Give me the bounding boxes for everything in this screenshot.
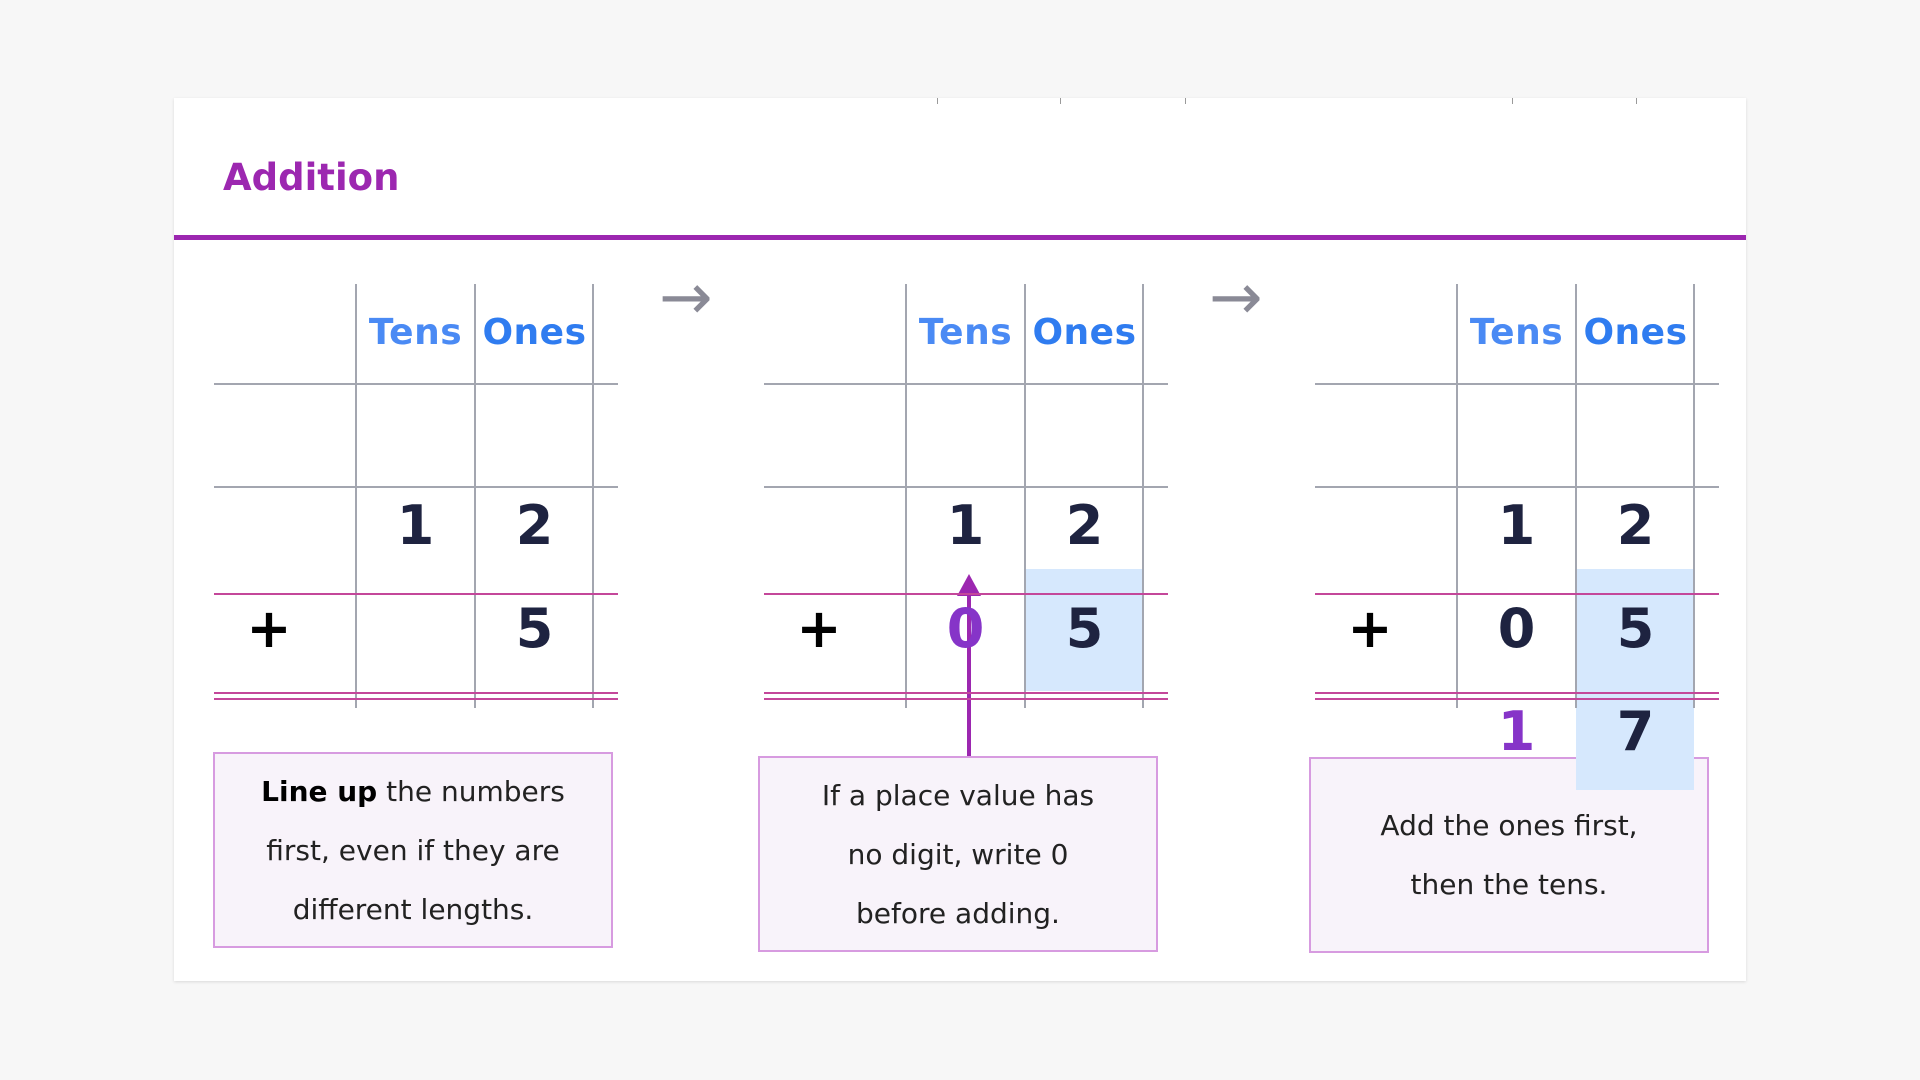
tens-digit-row-2: 0: [946, 597, 985, 660]
row-line: [1315, 383, 1719, 385]
place-value-table: Tens Ones +1 2 5: [214, 284, 618, 708]
header-ones: Ones: [1583, 312, 1688, 353]
tens-digit-row-1: 1: [946, 494, 985, 557]
tick-mark: [1185, 98, 1186, 104]
right-arrow-icon: →: [659, 261, 713, 335]
column-line: [905, 284, 907, 708]
sum-line: [1315, 698, 1719, 700]
row-line: [214, 486, 618, 488]
ones-column-highlight: [1576, 569, 1694, 790]
page-title: Addition: [223, 156, 400, 199]
sum-line: [214, 698, 618, 700]
pointer-arrow-icon: [957, 574, 981, 756]
ones-digit-row-3: 7: [1616, 700, 1655, 763]
lesson-card: Addition → → Line up the numbers first, …: [174, 98, 1746, 981]
note-text: no digit, write 0: [847, 837, 1069, 871]
tens-digit-row-3: 1: [1497, 700, 1536, 763]
tick-mark: [1512, 98, 1513, 104]
header-ones: Ones: [1032, 312, 1137, 353]
sum-line: [764, 698, 1168, 700]
note-text: the numbers: [377, 774, 565, 808]
note-bold: Line up: [261, 774, 378, 808]
tens-digit-row-1: 1: [1497, 494, 1536, 557]
header-tens: Tens: [918, 312, 1013, 353]
note-box-line-up: Line up the numbers first, even if they …: [213, 752, 613, 948]
ones-column-highlight: [1025, 569, 1143, 691]
column-line: [592, 284, 594, 708]
tick-mark: [1636, 98, 1637, 104]
plus-sign: +: [246, 597, 292, 660]
column-line: [355, 284, 357, 708]
title-divider: [174, 235, 1746, 240]
plus-sign: +: [1347, 597, 1393, 660]
column-line: [1142, 284, 1144, 708]
ones-digit-row-2: 5: [515, 597, 554, 660]
note-text: If a place value has: [821, 778, 1095, 812]
header-tens: Tens: [368, 312, 463, 353]
sum-line: [214, 593, 618, 595]
ones-digit-row-1: 2: [1616, 494, 1655, 557]
column-line: [1693, 284, 1695, 708]
row-line: [764, 383, 1168, 385]
sum-line: [764, 692, 1168, 694]
note-text: before adding.: [856, 896, 1060, 930]
note-box-write-zero: If a place value has no digit, write 0 b…: [758, 756, 1158, 952]
row-line: [764, 486, 1168, 488]
sum-line: [764, 593, 1168, 595]
place-value-table: Tens Ones +1 2 0 5 1 7: [1315, 284, 1719, 790]
tick-mark: [1060, 98, 1061, 104]
column-line: [474, 284, 476, 708]
ones-digit-row-2: 5: [1065, 597, 1104, 660]
column-line: [1575, 284, 1577, 708]
note-text: then the tens.: [1410, 868, 1608, 901]
tick-mark: [937, 98, 938, 104]
note-text: Add the ones first,: [1380, 809, 1638, 842]
sum-line: [214, 692, 618, 694]
place-value-table: Tens Ones +1 2 0 5: [764, 284, 1168, 708]
note-text: different lengths.: [292, 892, 534, 926]
sum-line: [1315, 692, 1719, 694]
right-arrow-icon: →: [1209, 261, 1263, 335]
note-text: first, even if they are: [266, 833, 560, 867]
column-line: [1024, 284, 1026, 708]
ones-digit-row-1: 2: [515, 494, 554, 557]
row-line: [214, 383, 618, 385]
row-line: [1315, 486, 1719, 488]
header-tens: Tens: [1469, 312, 1564, 353]
ones-digit-row-2: 5: [1616, 597, 1655, 660]
header-ones: Ones: [482, 312, 587, 353]
tens-digit-row-2: 0: [1497, 597, 1536, 660]
column-line: [1456, 284, 1458, 708]
sum-line: [1315, 593, 1719, 595]
tens-digit-row-1: 1: [396, 494, 435, 557]
plus-sign: +: [796, 597, 842, 660]
ones-digit-row-1: 2: [1065, 494, 1104, 557]
